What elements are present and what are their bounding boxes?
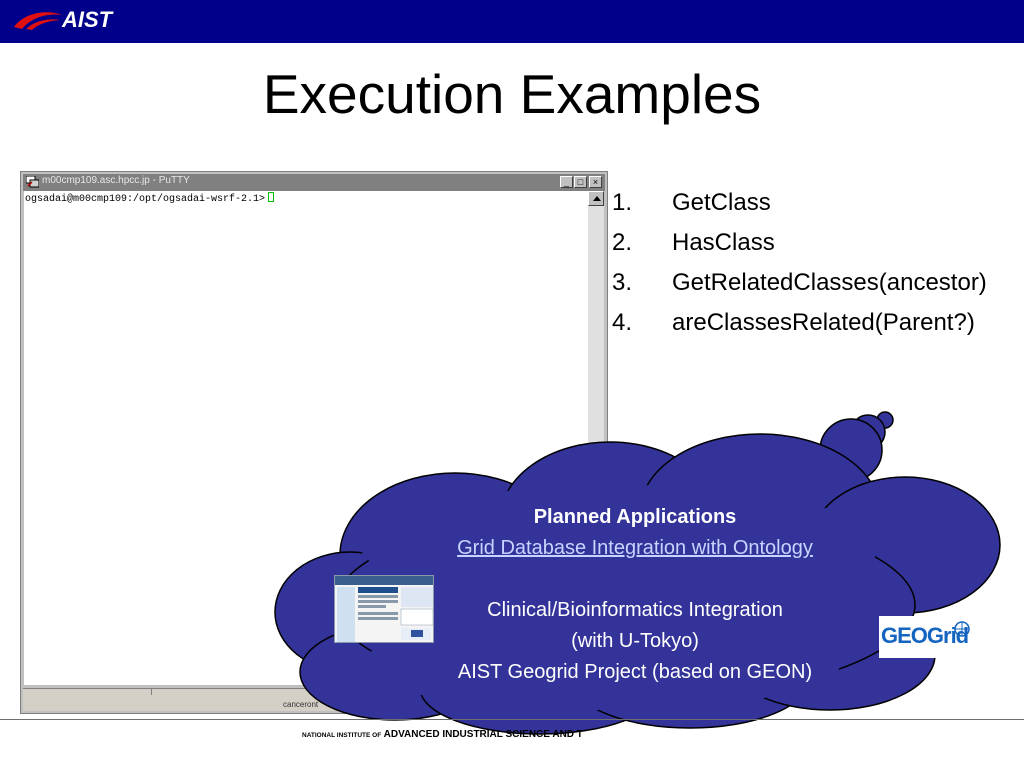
bioinformatics-screenshot-image — [334, 575, 434, 643]
cursor-icon — [268, 192, 275, 202]
cloud-text-block: Planned Applications Grid Database Integ… — [380, 502, 890, 688]
aist-logo-text: AIST — [62, 7, 113, 32]
minimize-button[interactable]: _ — [560, 176, 573, 188]
list-number: 1. — [612, 189, 633, 216]
list-item: 3. GetRelatedClasses(ancestor) — [612, 266, 1022, 300]
header-bar: AIST — [0, 0, 1024, 43]
cloud-heading: Planned Applications — [533, 506, 737, 528]
footer-divider — [0, 719, 1024, 720]
status-label: canceront — [283, 700, 319, 709]
method-list: 1. GetClass 2. HasClass 3. GetRelatedClasse… — [612, 186, 1022, 346]
cloud-line-3: AIST Geogrid Project (based on GEON) — [457, 661, 813, 683]
slide-title: Execution Examples — [262, 63, 762, 125]
cloud-spacer — [380, 564, 890, 595]
list-number: 2. — [612, 229, 633, 256]
terminal-prompt: ogsadai@m00cmp109:/opt/ogsadai-wsrf-2.1> — [25, 192, 275, 205]
scroll-up-arrow-icon[interactable] — [588, 191, 604, 206]
webpage-thumbnail-icon — [335, 576, 433, 642]
list-number: 3. — [612, 269, 633, 296]
list-item: 2. HasClass — [612, 226, 1022, 260]
aist-logo-swoosh-icon — [14, 12, 62, 30]
footer-main: ADVANCED INDUSTRIAL SCIENCE AND T — [383, 729, 583, 740]
list-text: GetRelatedClasses(ancestor) — [672, 269, 987, 296]
status-separator — [151, 689, 152, 695]
footer-institute-name: NATIONAL INSTITUTE OF ADVANCED INDUSTRIA… — [302, 729, 583, 740]
prompt-text: ogsadai@m00cmp109:/opt/ogsadai-wsrf-2.1> — [25, 194, 266, 205]
list-text: areClassesRelated(Parent?) — [672, 309, 975, 336]
grid-database-link[interactable]: Grid Database Integration with Ontology — [457, 537, 813, 559]
footer-prefix: NATIONAL INSTITUTE OF — [302, 732, 382, 739]
list-text: HasClass — [672, 229, 775, 256]
close-button[interactable]: × — [589, 176, 602, 188]
list-number: 4. — [612, 309, 633, 336]
cloud-line-1: Clinical/Bioinformatics Integration — [487, 599, 783, 621]
geogrid-logo: GEOGrid — [879, 616, 975, 658]
cloud-line-2: (with U-Tokyo) — [571, 630, 699, 652]
list-item: 1. GetClass — [612, 186, 1022, 220]
maximize-button[interactable]: □ — [574, 176, 587, 188]
list-text: GetClass — [672, 189, 771, 216]
geogrid-logo-text: GEOGrid — [881, 623, 969, 648]
globe-icon — [954, 621, 970, 637]
list-item: 4. areClassesRelated(Parent?) — [612, 306, 1022, 340]
putty-app-icon — [26, 176, 39, 188]
putty-titlebar[interactable]: m00cmp109.asc.hpcc.jp - PuTTY _ □ × — [23, 174, 605, 191]
putty-title-text: m00cmp109.asc.hpcc.jp - PuTTY — [42, 175, 190, 186]
